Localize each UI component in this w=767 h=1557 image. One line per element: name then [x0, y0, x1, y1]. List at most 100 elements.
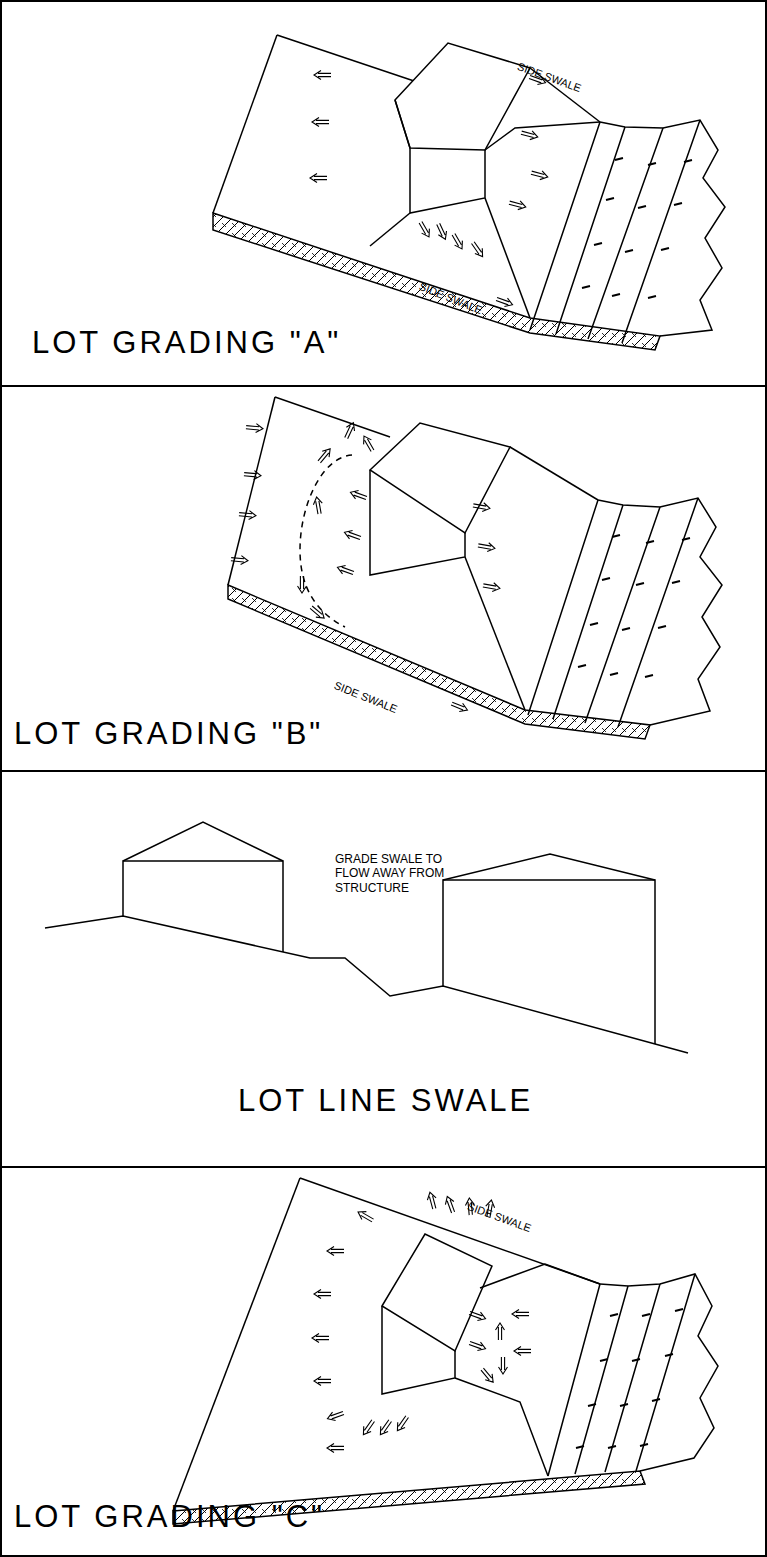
lot-a-drawing-part [485, 198, 530, 318]
swale-label: SIDE SWALE [417, 280, 484, 317]
panel-title: LOT LINE SWALE [238, 1082, 533, 1119]
lot-c-drawing-part [468, 1339, 487, 1353]
lot-b-drawing-part [336, 563, 355, 577]
lot-a-drawing-part [450, 232, 466, 251]
lot-c-drawing-part [356, 1208, 375, 1224]
lot-c-drawing-part [382, 1306, 455, 1394]
lot-a-drawing-part [277, 35, 420, 83]
lot-a-drawing-part [600, 120, 725, 336]
note-text: GRADE SWALE TO FLOW AWAY FROM STRUCTURE [335, 852, 447, 895]
lot-line-swale-drawing-part [443, 880, 655, 1044]
lot-b-drawing-part [578, 535, 690, 677]
panel-title: LOT GRADING "A" [32, 324, 341, 361]
lot-b-drawing-part [528, 498, 698, 727]
lot-b-drawing-part [482, 581, 500, 593]
lot-b-drawing-part [465, 557, 525, 710]
lot-b-drawing-part [343, 528, 362, 542]
lot-c-drawing-part [360, 1418, 377, 1437]
lot-a-drawing-part [395, 43, 530, 150]
drawing-panel: SIDE SWALE LOT GRADING "C" [0, 1166, 767, 1557]
lot-b-drawing-part [298, 576, 307, 593]
panel-title: LOT GRADING "B" [14, 715, 323, 752]
lot-c-drawing-part [382, 1234, 492, 1351]
lot-a-drawing-part [485, 122, 600, 150]
lot-c-drawing-part [443, 1195, 457, 1214]
lot-b-drawing-part [312, 496, 324, 514]
lot-c-drawing-part [468, 1309, 487, 1323]
lot-c-drawing-part [576, 1309, 683, 1448]
drawing-panel: SIDE SWALELOT GRADING "B" [0, 385, 767, 772]
lot-b-drawing-part [228, 397, 275, 585]
lot-a-drawing-part [520, 128, 539, 141]
lot-b-drawing-part [370, 423, 510, 533]
lot-c-drawing-part [394, 1414, 411, 1433]
swale-label: SIDE SWALE [465, 1200, 532, 1235]
swale-label: SIDE SWALE [332, 679, 399, 716]
lot-c-drawing-part [314, 1290, 331, 1299]
lot-a-drawing-part [469, 240, 486, 259]
lot-b-drawing-part [231, 555, 249, 565]
lot-a-drawing-part [410, 148, 485, 213]
lot-a-drawing [213, 35, 725, 350]
lot-c-drawing [173, 1178, 718, 1524]
lot-c-drawing-part [455, 1378, 548, 1476]
lot-b-drawing-part [349, 488, 368, 502]
lot-c-drawing-part [479, 1366, 497, 1385]
lot-c-drawing-part [327, 1247, 344, 1256]
lot-c-drawing-part [426, 1191, 439, 1210]
lot-b-drawing-part [598, 498, 722, 725]
lot-line-swale-drawing-part [123, 822, 283, 861]
lot-b-drawing [228, 397, 722, 739]
lot-c-drawing-part [312, 1334, 329, 1343]
lot-a-drawing-part [395, 100, 410, 148]
lot-c-drawing-part [548, 1274, 695, 1476]
lot-line-swale-drawing [45, 822, 688, 1053]
lot-c-drawing-part [600, 1274, 718, 1471]
lot-b-drawing-part [510, 447, 598, 500]
lot-a-drawing-part [312, 118, 329, 127]
lot-c-drawing-part [327, 1444, 344, 1453]
lot-a-drawing-part [495, 295, 514, 309]
lot-c-drawing-part [326, 1409, 345, 1423]
lot-a-drawing-part [213, 35, 277, 213]
lot-c-drawing-part [314, 1377, 331, 1386]
drawing-panel: SIDE SWALE SIDE SWALE LOT GRADING "A" [0, 0, 767, 387]
lot-b-drawing-part [239, 510, 257, 520]
lot-b-drawing-part [360, 434, 376, 453]
lot-c-drawing-part [499, 1357, 508, 1374]
drawing-panel: GRADE SWALE TO FLOW AWAY FROM STRUCTURE L… [0, 770, 767, 1168]
lot-line-swale-drawing-part [45, 916, 688, 1053]
lot-a-drawing-part [434, 222, 449, 241]
swale-label: SIDE SWALE [515, 60, 582, 95]
lot-c-drawing-part [480, 1264, 600, 1288]
lot-b-drawing-part [244, 470, 262, 480]
lot-a-drawing-part [508, 198, 527, 211]
lot-c-drawing-part [173, 1178, 300, 1511]
lot-c-drawing-part [496, 1323, 505, 1340]
panel-title: LOT GRADING "C" [14, 1498, 325, 1535]
lot-a-drawing-part [370, 213, 410, 246]
lot-line-swale-drawing-part [123, 861, 283, 952]
lot-line-swale-drawing-part [443, 854, 655, 880]
lot-b-drawing-part [316, 446, 334, 465]
lot-b-drawing-part [275, 397, 390, 437]
lot-a-drawing-part [310, 174, 327, 183]
lot-a-drawing-part [314, 71, 331, 80]
lot-c-drawing-part [377, 1418, 394, 1437]
lot-b-drawing-part [477, 541, 495, 553]
lot-b-drawing-part [246, 423, 264, 433]
lot-c-drawing-part [514, 1347, 531, 1356]
lot-b-drawing-part [370, 470, 465, 575]
lot-b-drawing-part [450, 699, 469, 714]
lot-b-drawing-part [308, 604, 327, 622]
lot-a-drawing-part [417, 220, 433, 239]
lot-a-drawing-part [530, 120, 700, 343]
lot-b-drawing-part [300, 455, 352, 627]
lot-b-drawing-part [342, 421, 357, 440]
lot-a-drawing-part [530, 168, 549, 181]
lot-a-drawing-part [582, 158, 692, 298]
lot-c-drawing-part [512, 1310, 529, 1319]
lot-b-drawing-part [472, 501, 490, 513]
